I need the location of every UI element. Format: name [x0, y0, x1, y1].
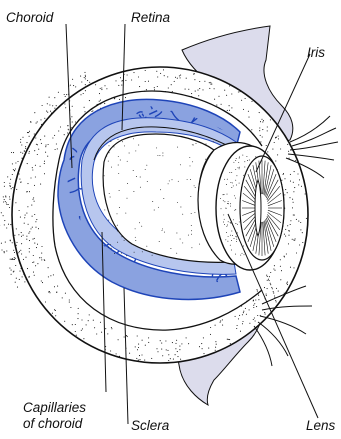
label-sclera: Sclera	[131, 418, 169, 433]
label-choroid: Choroid	[6, 10, 53, 25]
label-lens: Lens	[306, 418, 335, 433]
label-capillaries-line2: of choroid	[23, 416, 82, 431]
label-capillaries-line1: Capillaries	[23, 400, 86, 415]
pupil	[255, 180, 261, 236]
label-retina: Retina	[131, 10, 170, 25]
label-iris: Iris	[307, 45, 325, 60]
